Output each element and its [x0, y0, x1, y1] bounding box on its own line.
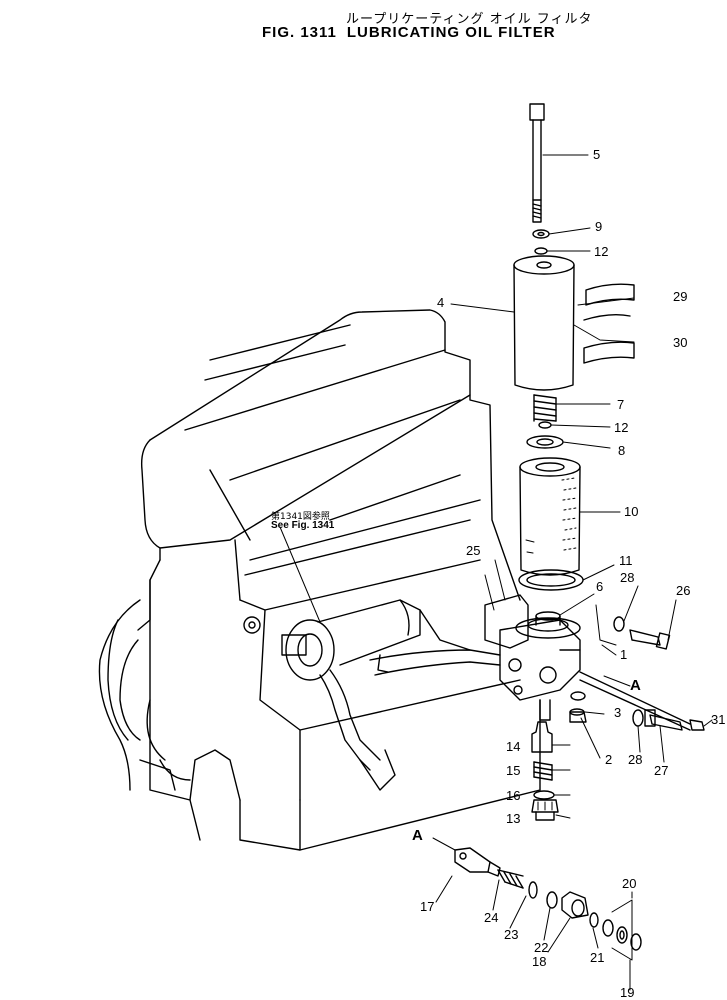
- callout-11: 11: [619, 553, 633, 568]
- callout-26: 26: [676, 583, 691, 598]
- callout-8: 8: [618, 443, 626, 458]
- view-marker-a-upper: A: [630, 677, 641, 694]
- part-22-washer: [546, 891, 558, 909]
- part-23-washer: [528, 881, 538, 899]
- callout-28-upper: 28: [620, 570, 635, 585]
- leader-lines: [279, 154, 713, 991]
- callout-12-lower: 12: [614, 420, 629, 435]
- part-26-bolt: [629, 629, 671, 650]
- callout-25: 25: [466, 543, 481, 558]
- part-13-plug: [531, 799, 559, 821]
- title-english: LUBRICATING OIL FILTER: [346, 24, 556, 41]
- callout-28-lower: 28: [628, 752, 643, 767]
- callout-31: 31: [711, 712, 726, 727]
- part-5-bolt: [529, 103, 545, 223]
- part-28-washer-upper: [613, 616, 625, 632]
- callout-1: 1: [620, 647, 628, 662]
- part-3-washer: [570, 691, 586, 701]
- part-4-filter-case: [513, 255, 575, 391]
- part-10-filter-element: [519, 457, 581, 576]
- callout-18: 18: [532, 954, 547, 969]
- part-2-plug: [569, 708, 587, 723]
- part-18-plug: [561, 891, 589, 919]
- part-24-spring: [497, 869, 524, 889]
- oil-cooler-assembly: [281, 599, 501, 791]
- view-marker-a-lower: A: [412, 827, 423, 844]
- callout-12-upper: 12: [594, 244, 609, 259]
- figure-number: FIG. 1311: [262, 24, 337, 41]
- callout-6: 6: [596, 579, 604, 594]
- callout-3: 3: [614, 705, 622, 720]
- part-30-label-plate: [583, 313, 635, 364]
- callout-7: 7: [617, 397, 625, 412]
- callout-29: 29: [673, 289, 688, 304]
- part-21-washer: [589, 912, 599, 928]
- callout-30: 30: [673, 335, 688, 350]
- callout-17: 17: [420, 899, 435, 914]
- part-20-19-seal-set: [602, 919, 642, 951]
- callout-21: 21: [590, 950, 605, 965]
- callout-22: 22: [534, 940, 549, 955]
- part-27-bolt: [644, 709, 683, 731]
- callout-2: 2: [605, 752, 613, 767]
- reference-note-japanese: 第1341図参照: [271, 512, 330, 522]
- callout-20: 20: [622, 876, 637, 891]
- part-15-spring: [533, 761, 553, 781]
- part-31-fitting: [579, 671, 705, 731]
- callout-14: 14: [506, 739, 521, 754]
- engine-block: [98, 309, 541, 851]
- part-14-valve: [531, 721, 553, 753]
- part-7-spring: [533, 394, 557, 422]
- callout-9: 9: [595, 219, 603, 234]
- title-line: FIG. 1311 LUBRICATING OIL FILTER: [262, 24, 566, 41]
- callout-4: 4: [437, 295, 445, 310]
- reference-note-english: See Fig. 1341: [271, 520, 335, 531]
- callout-5: 5: [593, 147, 601, 162]
- part-29-label-plate: [585, 283, 635, 306]
- callout-19: 19: [620, 985, 635, 1000]
- filter-head: [484, 594, 581, 721]
- callout-13: 13: [506, 811, 521, 826]
- callout-24: 24: [484, 910, 499, 925]
- callout-10: 10: [624, 504, 639, 519]
- callout-15: 15: [506, 763, 521, 778]
- callout-16: 16: [506, 788, 521, 803]
- title-japanese: ループリケーティング オイル フィルタ: [346, 12, 593, 27]
- callout-27: 27: [654, 763, 669, 778]
- callout-23: 23: [504, 927, 519, 942]
